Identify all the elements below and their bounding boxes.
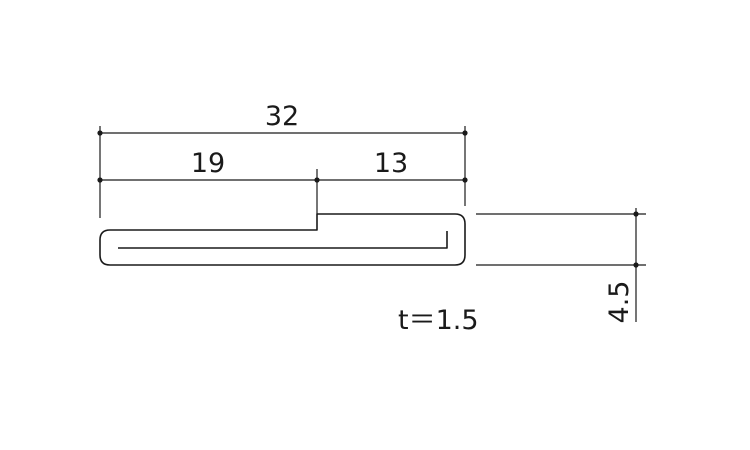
dimension-terminator xyxy=(97,130,103,136)
dimension-terminator xyxy=(633,262,639,268)
dimension-label-left-segment: 19 xyxy=(191,148,225,179)
dimension-terminator xyxy=(462,177,468,183)
profile-cross-section xyxy=(99,213,466,266)
dimension-height: 4.5 xyxy=(476,208,646,323)
thickness-note: t＝1.5 xyxy=(398,305,479,336)
dimension-label-right-segment: 13 xyxy=(374,148,408,179)
dimension-label-height: 4.5 xyxy=(604,281,635,324)
profile-inner-channel xyxy=(118,231,448,249)
dimension-terminator xyxy=(97,177,103,183)
dimension-terminator xyxy=(314,177,320,183)
dimension-terminator xyxy=(633,211,639,217)
dimension-label-overall: 32 xyxy=(265,101,299,132)
profile-outline xyxy=(99,213,466,266)
dimension-overall-width: 32 xyxy=(97,101,468,218)
dimension-segments: 19 13 xyxy=(97,148,468,214)
dimension-terminator xyxy=(462,130,468,136)
